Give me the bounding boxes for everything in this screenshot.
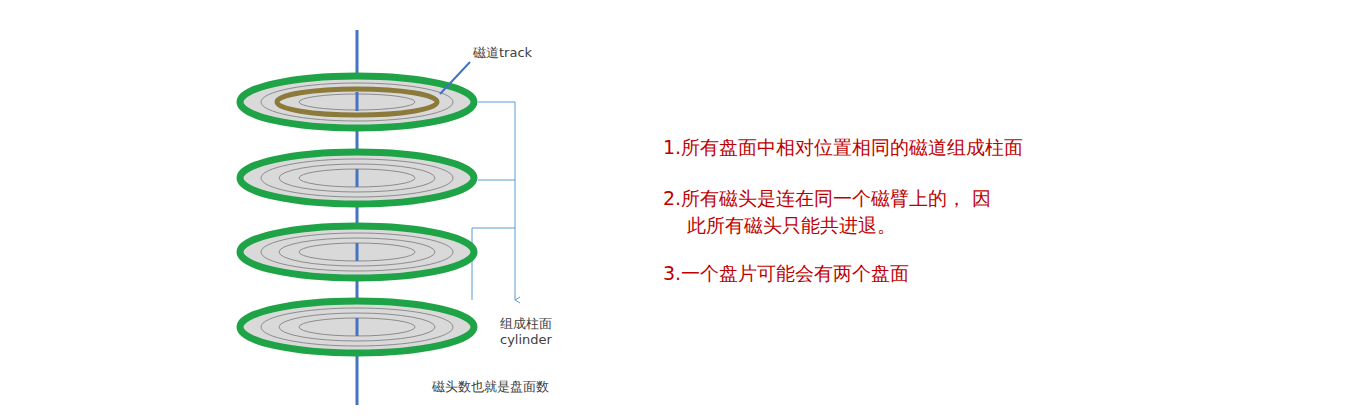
leader-line [440, 62, 470, 94]
cylinder-label: 组成柱面 cylinder [500, 316, 564, 347]
platter [240, 226, 474, 278]
cylinder-bracket [472, 102, 515, 300]
track [277, 89, 437, 115]
head-count-note: 磁头数也就是盘面数 [432, 379, 549, 395]
platter [240, 301, 474, 353]
note-item: 2.所有磁头是连在同一个磁臂上的， 因此所有磁头只能共进退。 [663, 185, 999, 238]
platter [240, 152, 474, 204]
platter [240, 76, 474, 128]
track-label: 磁道track [473, 45, 532, 61]
note-item: 1.所有盘面中相对位置相同的磁道组成柱面 [663, 136, 1023, 159]
note-item: 3.一个盘片可能会有两个盘面 [663, 262, 909, 285]
